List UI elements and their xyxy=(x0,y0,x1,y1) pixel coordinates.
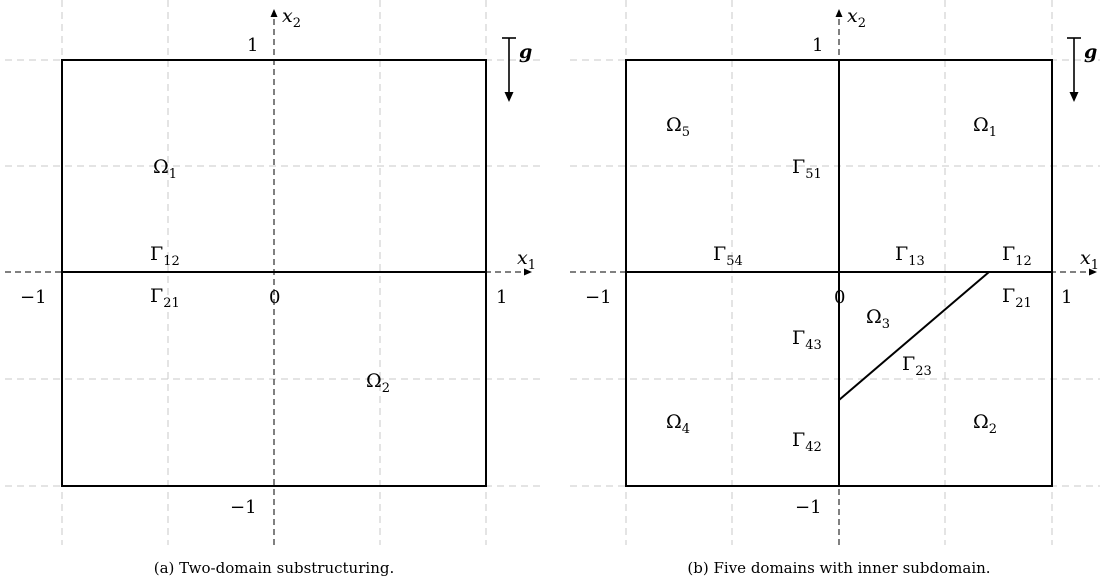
panel-b-interface-diagonal xyxy=(838,271,990,401)
panel-a-x-arrow xyxy=(524,268,532,276)
panel-b-gravity: g xyxy=(1067,37,1097,102)
panel-b-domain-omega3: Ω3 xyxy=(866,306,890,332)
panel-b-domain-omega2: Ω2 xyxy=(973,411,997,437)
panel-b: g x1 x2 1 −1 −1 1 0 Ω5 Ω1 Ω3 Ω4 Ω2 Γ51 Γ… xyxy=(570,0,1100,577)
gravity-arrow-icon xyxy=(504,92,514,102)
panel-a-boundaries xyxy=(61,59,487,487)
panel-b-y-arrow xyxy=(835,9,843,17)
panel-b-interface-gamma13: Γ13 xyxy=(895,243,925,269)
panel-a-axes xyxy=(5,9,532,545)
panel-a-gravity: g xyxy=(502,37,532,102)
panel-b-tick-y-max: 1 xyxy=(812,35,823,56)
panel-a-interface-gamma21: Γ21 xyxy=(150,285,180,311)
panel-b-interface-gamma43: Γ43 xyxy=(792,327,822,353)
panel-b-caption: (b) Five domains with inner subdomain. xyxy=(687,559,990,577)
panel-b-interface-gamma12: Γ12 xyxy=(1002,243,1032,269)
panel-a-x1-label: x1 xyxy=(517,247,536,273)
panel-a-tick-x-min: −1 xyxy=(20,287,47,308)
gravity-arrow-icon xyxy=(1069,92,1079,102)
panel-b-x-arrow xyxy=(1089,268,1097,276)
panel-b-domain-omega4: Ω4 xyxy=(666,411,690,437)
panel-b-x2-label: x2 xyxy=(847,5,866,31)
panel-b-tick-x-min: −1 xyxy=(585,287,612,308)
panel-a-domain-omega2: Ω2 xyxy=(366,370,390,396)
panel-b-tick-origin: 0 xyxy=(834,287,845,308)
panel-a-tick-y-max: 1 xyxy=(247,35,258,56)
panel-a-caption: (a) Two-domain substructuring. xyxy=(154,559,394,577)
panel-a-domain-omega1: Ω1 xyxy=(153,156,177,182)
panel-b-interface-gamma23: Γ23 xyxy=(902,353,932,379)
panel-b-boundaries xyxy=(625,59,1053,487)
panel-b-x1-label: x1 xyxy=(1080,247,1099,273)
panel-b-tick-y-min: −1 xyxy=(795,497,822,518)
panel-a-tick-origin: 0 xyxy=(269,287,280,308)
panel-b-axes xyxy=(570,9,1097,545)
panel-b-domain-omega5: Ω5 xyxy=(666,114,690,140)
panel-a-interface-gamma12: Γ12 xyxy=(150,243,180,269)
panel-a: g x1 x2 1 −1 −1 1 0 Ω1 Ω2 Γ12 Γ21 (a) Tw… xyxy=(5,0,540,577)
panel-b-interface-gamma51: Γ51 xyxy=(792,156,822,182)
panel-b-tick-x-max: 1 xyxy=(1061,287,1072,308)
panel-b-domain-omega1: Ω1 xyxy=(973,114,997,140)
panel-a-tick-y-min: −1 xyxy=(230,497,257,518)
panel-b-interface-gamma42: Γ42 xyxy=(792,429,822,455)
panel-b-interface-gamma21: Γ21 xyxy=(1002,285,1032,311)
panel-a-tick-x-max: 1 xyxy=(496,287,507,308)
gravity-label: g xyxy=(519,41,532,63)
panel-b-interface-gamma54: Γ54 xyxy=(713,243,743,269)
panel-a-x2-label: x2 xyxy=(282,5,301,31)
gravity-label: g xyxy=(1084,41,1097,63)
panel-a-y-arrow xyxy=(270,9,278,17)
